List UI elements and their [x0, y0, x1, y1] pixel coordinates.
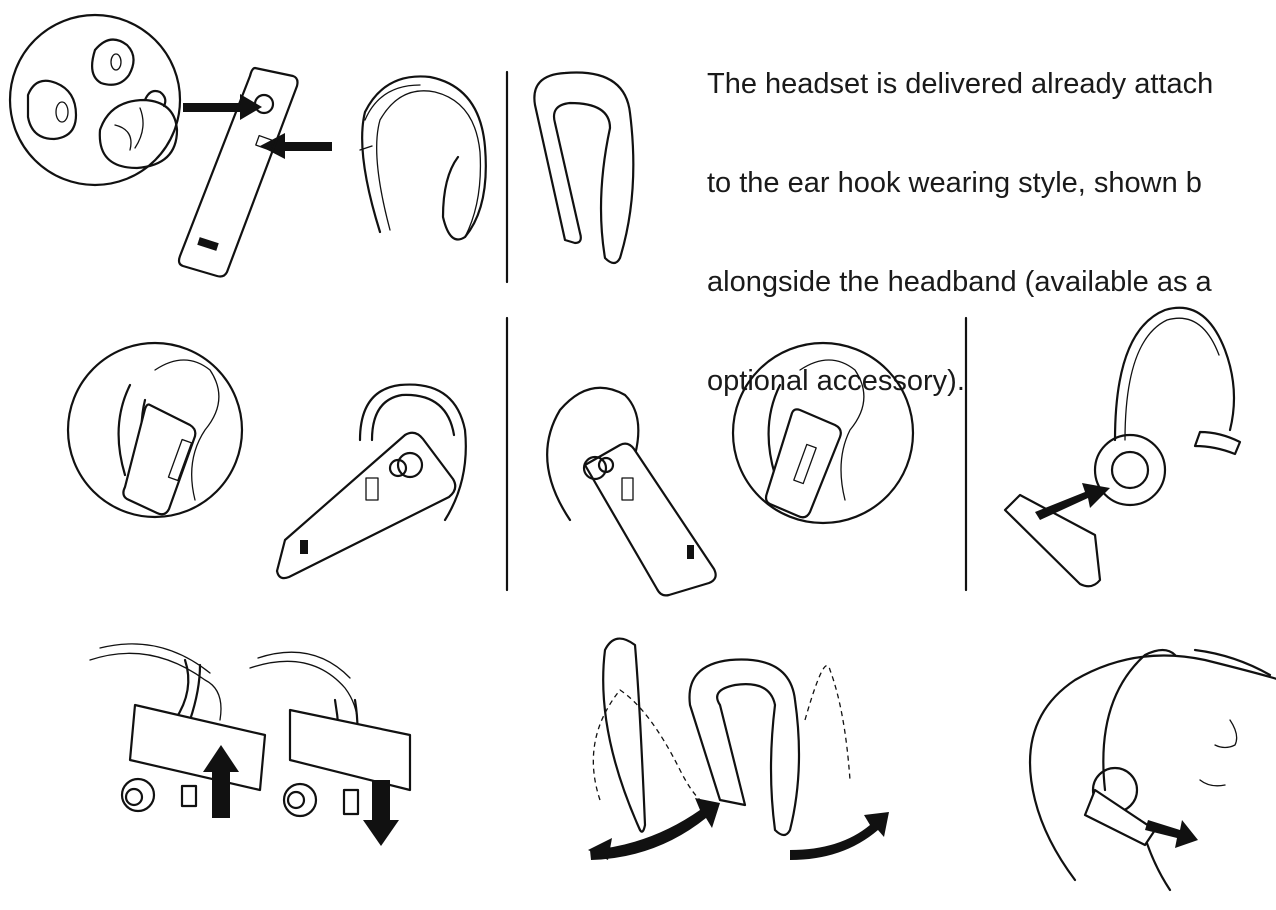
instruction-caption: The headset is delivered already attach … [707, 2, 1276, 431]
headset-body-icon [177, 66, 299, 278]
adjust-down-icon [249, 651, 412, 846]
ear-hook-rotation-icon [588, 637, 889, 860]
ear-hook-icon [359, 75, 487, 241]
caption-line-3: alongside the headband (available as a [707, 266, 1212, 298]
ear-hook-icon [275, 383, 467, 580]
eartip-sizes-icon [8, 13, 182, 187]
ear-hook-icon [546, 386, 717, 597]
ear-hook-icon [533, 71, 635, 265]
wearing-headset-head-icon [1028, 648, 1276, 892]
caption-line-1: The headset is delivered already attach [707, 68, 1214, 100]
adjust-up-icon [89, 643, 267, 818]
ear-wearing-detail-icon [66, 341, 244, 519]
headband-icon [1003, 306, 1242, 588]
attach-arrow-icon [183, 94, 332, 159]
caption-line-2: to the ear hook wearing style, shown b [707, 167, 1202, 199]
ear-wearing-detail-icon [731, 341, 915, 525]
